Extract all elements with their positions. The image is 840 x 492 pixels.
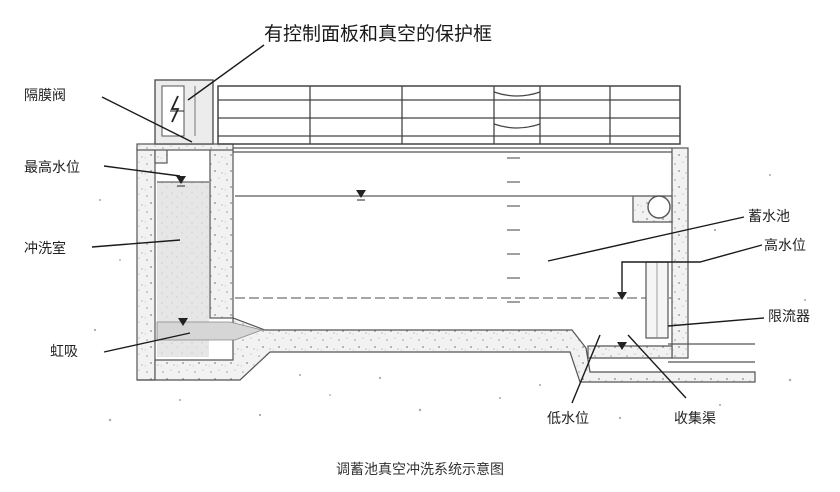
guard-railing bbox=[217, 85, 681, 145]
label-low-level: 低水位 bbox=[547, 411, 589, 427]
right-wall bbox=[671, 147, 689, 359]
label-tank: 蓄水池 bbox=[748, 209, 790, 225]
control-box bbox=[154, 79, 214, 145]
siphon-water bbox=[156, 321, 264, 341]
label-panel: 有控制面板和真空的保护框 bbox=[264, 23, 492, 45]
label-wash-room: 冲洗室 bbox=[24, 240, 66, 257]
washroom-divider-wall bbox=[209, 147, 234, 319]
label-limiter: 限流器 bbox=[768, 309, 810, 325]
left-outer-wall bbox=[136, 147, 156, 381]
label-channel: 收集渠 bbox=[674, 410, 716, 427]
label-valve: 隔膜阀 bbox=[24, 88, 66, 104]
leader-lines bbox=[91, 44, 765, 404]
bottom-slab bbox=[137, 317, 756, 383]
diagram-caption: 调蓄池真空冲洗系统示意图 bbox=[336, 461, 504, 478]
ground-texture bbox=[93, 174, 806, 422]
electric-bolt-icon bbox=[170, 95, 180, 123]
inlet-pipe bbox=[647, 195, 671, 219]
label-max-level: 最高水位 bbox=[24, 159, 80, 176]
label-high-level: 高水位 bbox=[764, 237, 806, 254]
label-siphon: 虹吸 bbox=[50, 344, 78, 360]
